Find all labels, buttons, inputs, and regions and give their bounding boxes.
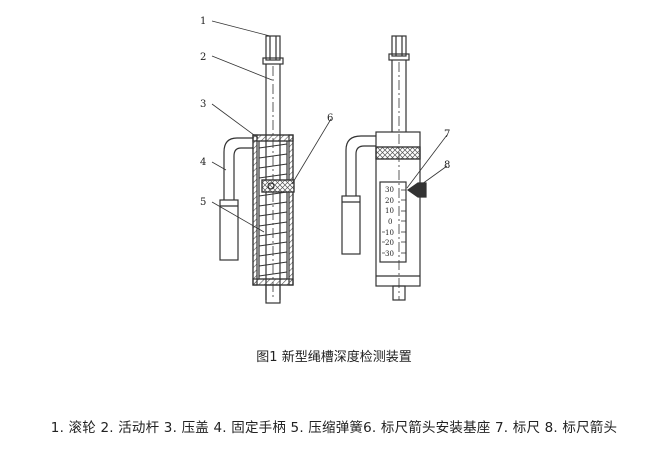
callout-label-6: 6 [327, 113, 333, 124]
spring-left [258, 143, 288, 277]
callout-label-4: 4 [200, 157, 206, 168]
left-view [219, 35, 295, 304]
callout-label-7: 7 [444, 129, 450, 140]
callout-labels-right: 7 8 [444, 129, 450, 171]
handle-left [219, 137, 253, 261]
scale-label: 20 [385, 239, 394, 247]
scale-label: 20 [385, 197, 394, 205]
callout-label-8: 8 [444, 160, 450, 171]
moving-rod-right [391, 60, 407, 300]
device-diagram: 1 2 3 4 5 6 [200, 16, 450, 304]
housing-right [375, 131, 421, 301]
callout-labels-left: 1 2 3 4 5 6 [200, 16, 333, 208]
roller-right [388, 35, 410, 61]
callouts-right [406, 134, 448, 189]
right-view [341, 35, 427, 301]
rod-end-left [265, 284, 281, 304]
scale-ticks [401, 189, 406, 254]
scale-label: 30 [385, 250, 394, 258]
figure-caption: 图1 新型绳槽深度检测装置 [256, 350, 412, 365]
callout-label-3: 3 [200, 99, 206, 110]
arrow-base-left [261, 179, 295, 193]
callout-label-5: 5 [200, 197, 206, 208]
handle-right [341, 135, 376, 255]
callouts-left [211, 20, 332, 233]
scale-label: 10 [385, 207, 394, 215]
scale-label: 10 [385, 229, 394, 237]
scale-labels: 30 20 10 0 10 20 30 [382, 186, 394, 258]
roller-left [262, 35, 284, 65]
callout-label-2: 2 [200, 52, 206, 63]
figure-legend: 1. 滚轮 2. 活动杆 3. 压盖 4. 固定手柄 5. 压缩弹簧6. 标尺箭… [50, 420, 618, 436]
scale-label: 0 [388, 218, 392, 226]
scale-label: 30 [385, 186, 394, 194]
callout-label-1: 1 [200, 16, 206, 27]
scale-arrow [406, 182, 427, 198]
